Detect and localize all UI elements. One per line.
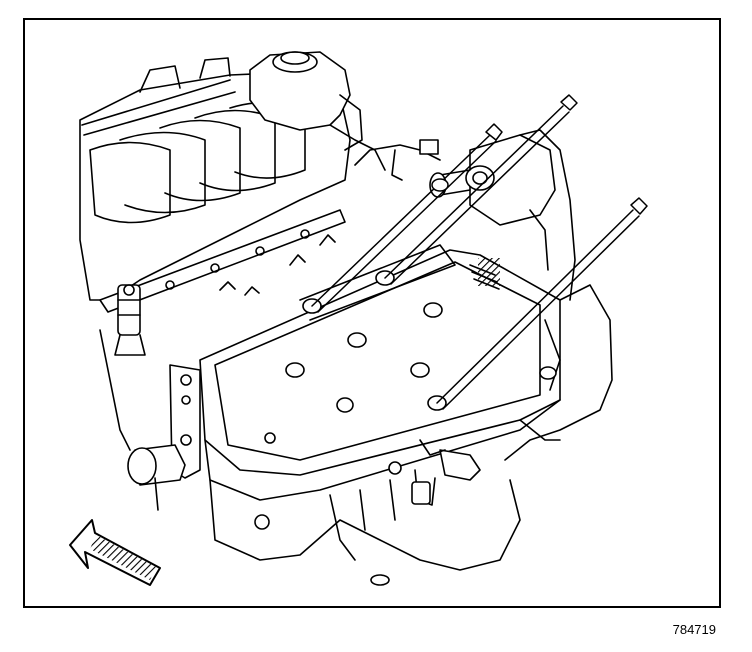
fittings [219,139,441,296]
mounting-bolts [311,94,648,410]
bolt-3 [436,197,648,410]
coolant-reservoir [249,51,386,171]
fuel-pressure-regulator [114,284,146,356]
front-arrow-icon [69,519,161,586]
left-side-bracket [99,329,201,511]
cylinder-block [209,439,521,586]
bolt-2 [384,94,578,285]
figure-number: 784719 [672,622,716,637]
bolt-1 [311,123,503,313]
exhaust-manifold [504,284,613,461]
throttle-body [429,129,576,301]
valve-cover [199,244,561,501]
intake-manifold [79,57,351,313]
